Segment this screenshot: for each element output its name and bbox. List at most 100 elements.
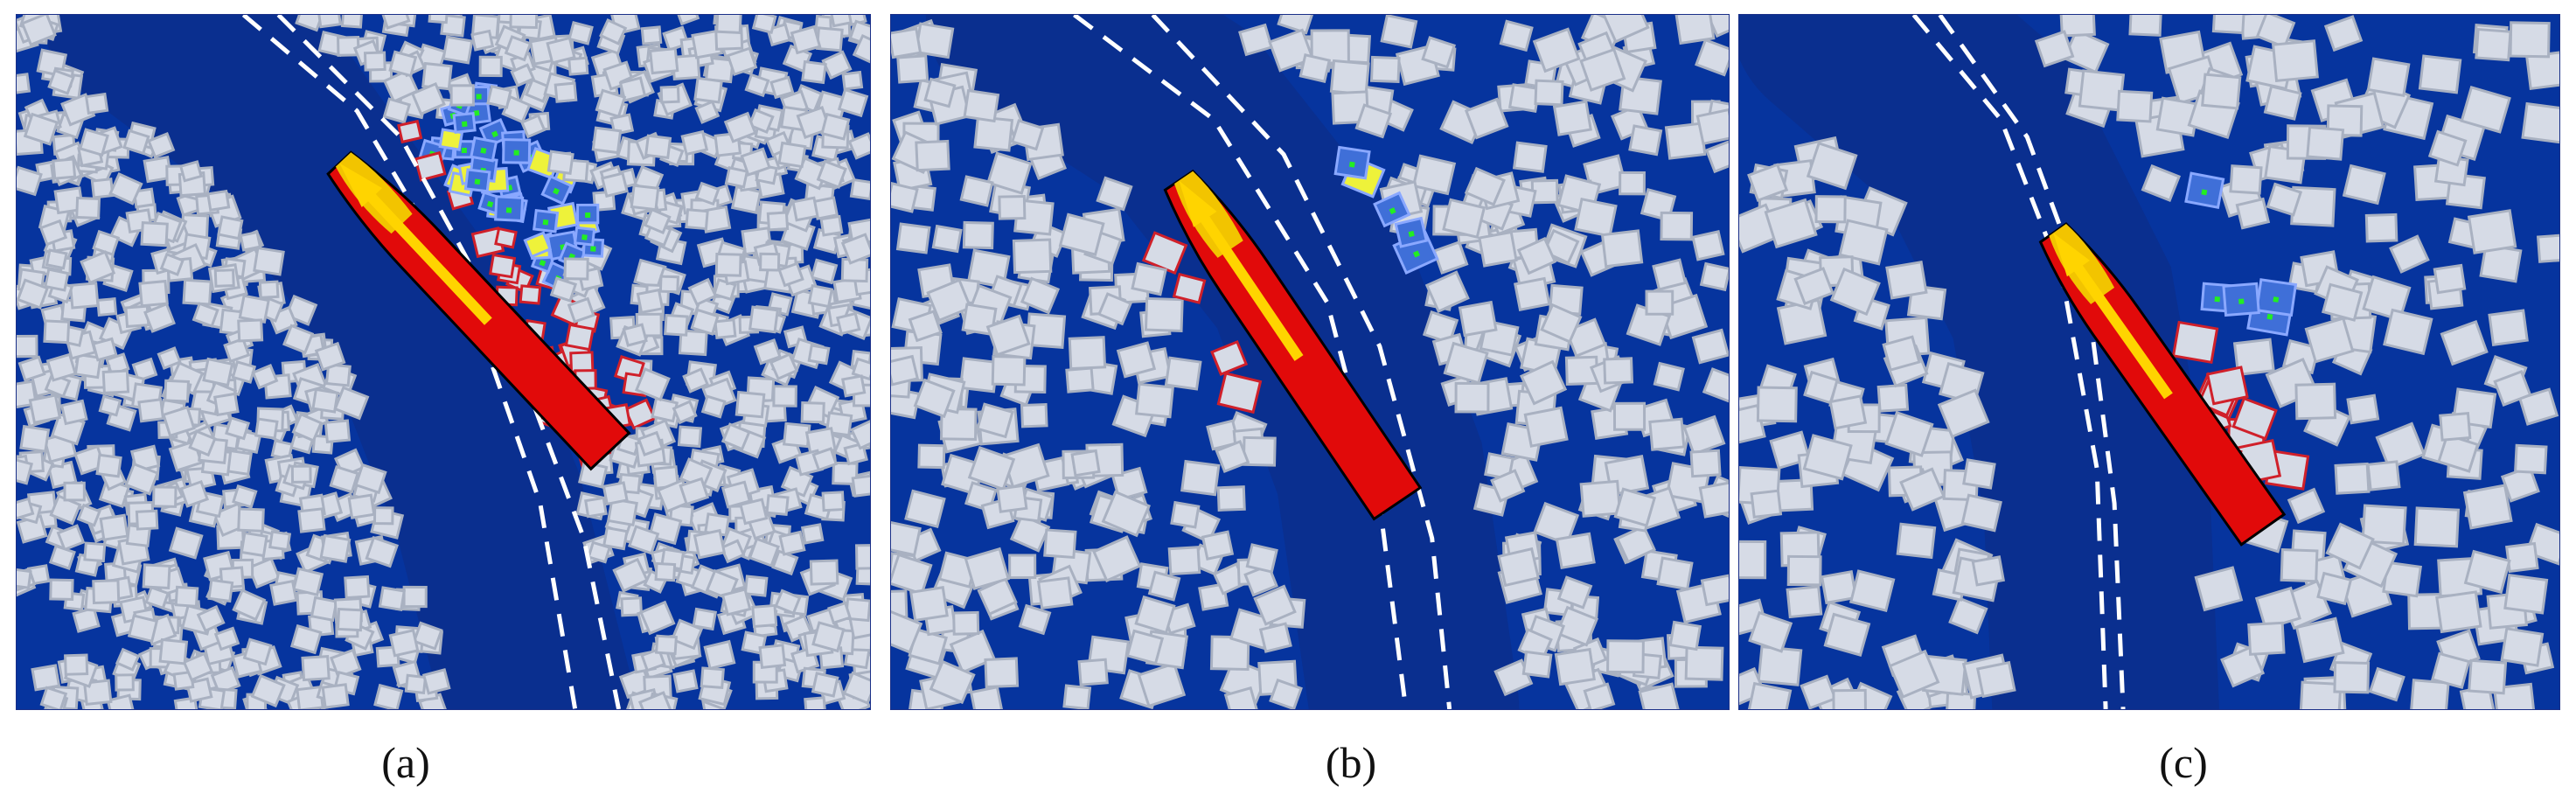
ice-floe <box>2247 621 2286 656</box>
ice-floe <box>721 588 752 616</box>
ice-floe <box>1490 469 1526 503</box>
ice-floe <box>909 586 949 623</box>
ice-floe <box>1443 341 1489 385</box>
ice-floe <box>1144 296 1184 332</box>
ice-floe <box>1519 359 1568 406</box>
ice-floe <box>90 178 115 199</box>
ice-floe <box>2201 73 2242 110</box>
ice-floe <box>168 526 204 560</box>
ice-floe <box>1354 103 1393 139</box>
ice-floe <box>620 596 644 617</box>
ice-floe <box>682 367 710 394</box>
ice-floe <box>84 92 109 115</box>
ice-floe <box>231 360 257 384</box>
ice-floe <box>637 691 674 709</box>
ice-floe <box>703 639 736 671</box>
ice-floe <box>1757 644 1803 686</box>
ice-floe <box>1258 622 1292 653</box>
ice-floe <box>1652 258 1688 291</box>
ice-floe <box>39 686 68 709</box>
ice-floe <box>250 673 286 708</box>
ice-floe <box>158 637 189 665</box>
tracked-floe <box>533 208 560 233</box>
ice-floe <box>636 288 665 315</box>
ice-floe <box>670 618 704 651</box>
ice-floe <box>2517 387 2559 426</box>
ice-floe <box>1786 585 1823 619</box>
ice-floe <box>2521 101 2559 144</box>
ice-floe <box>404 673 428 695</box>
ice-floe <box>547 150 574 176</box>
ice-floe <box>1653 361 1685 392</box>
ice-floe <box>692 607 718 631</box>
ice-floe <box>1960 493 2002 533</box>
ice-floe <box>1216 485 1246 512</box>
ice-floe <box>811 672 839 698</box>
tracked-floe <box>470 136 498 163</box>
ice-floe <box>311 387 339 414</box>
ice-floe <box>1454 381 1490 414</box>
lane-marking <box>276 15 622 709</box>
ice-floe <box>45 248 68 270</box>
ice-floe <box>2334 462 2371 495</box>
ice-floe <box>985 314 1031 357</box>
ice-floe <box>143 302 176 333</box>
ice-floe <box>1700 574 1729 607</box>
ice-floe <box>2500 627 2545 667</box>
ice-floe <box>991 355 1027 387</box>
ice-floe <box>2409 679 2450 709</box>
ice-floe <box>1012 238 1053 275</box>
ice-floe <box>612 557 649 593</box>
ice-floe <box>238 294 270 324</box>
ice-floe <box>715 15 742 34</box>
ice-floe <box>2078 69 2126 112</box>
ice-floe <box>1648 417 1686 451</box>
ice-floe <box>769 75 795 100</box>
ice-floe <box>196 604 226 633</box>
ice-floe <box>1888 649 1940 699</box>
ice-floe <box>2141 164 2182 203</box>
ice-floe <box>591 126 623 155</box>
ice-floe <box>748 305 779 334</box>
ice-floe <box>850 418 870 450</box>
ice-floe <box>765 494 790 516</box>
ice-floe <box>95 453 122 478</box>
ice-floe <box>237 318 264 343</box>
ice-floe <box>329 465 359 494</box>
ice-floe <box>1540 303 1583 344</box>
ice-floe <box>926 278 972 323</box>
ice-floe <box>268 530 292 552</box>
ice-floe <box>601 171 629 199</box>
ice-floe <box>2299 680 2343 709</box>
ice-floe <box>152 485 178 508</box>
ice-floe <box>98 394 122 417</box>
caption-b: (b) <box>1325 738 1377 787</box>
ice-floe <box>124 304 150 328</box>
ice-floe <box>188 429 217 457</box>
ice-floe <box>753 338 782 366</box>
ice-floe <box>723 111 757 143</box>
ice-floe <box>140 221 169 247</box>
ice-floe <box>239 230 262 252</box>
ice-floe <box>1137 662 1187 708</box>
ice-floe <box>659 85 680 104</box>
lane-markings <box>1073 15 1452 709</box>
ice-floe <box>106 693 136 709</box>
ice-floe <box>17 278 50 310</box>
ice-floe <box>931 224 963 254</box>
ice-floe <box>791 196 819 222</box>
tracked-floe <box>1373 191 1411 228</box>
ice-floe <box>1223 686 1259 709</box>
ice-floe <box>634 367 671 401</box>
ice-floe <box>964 547 1011 590</box>
tracked-floe <box>502 138 532 164</box>
ice-floe <box>778 530 806 556</box>
ice-floe <box>630 184 660 212</box>
ice-floe <box>2435 590 2482 634</box>
ice-floe <box>2493 370 2532 407</box>
ice-floe <box>217 215 244 240</box>
ice-floe <box>1695 38 1729 77</box>
ice-floe <box>1603 357 1634 385</box>
ice-floe <box>1310 29 1350 65</box>
ice-floe <box>17 355 46 382</box>
